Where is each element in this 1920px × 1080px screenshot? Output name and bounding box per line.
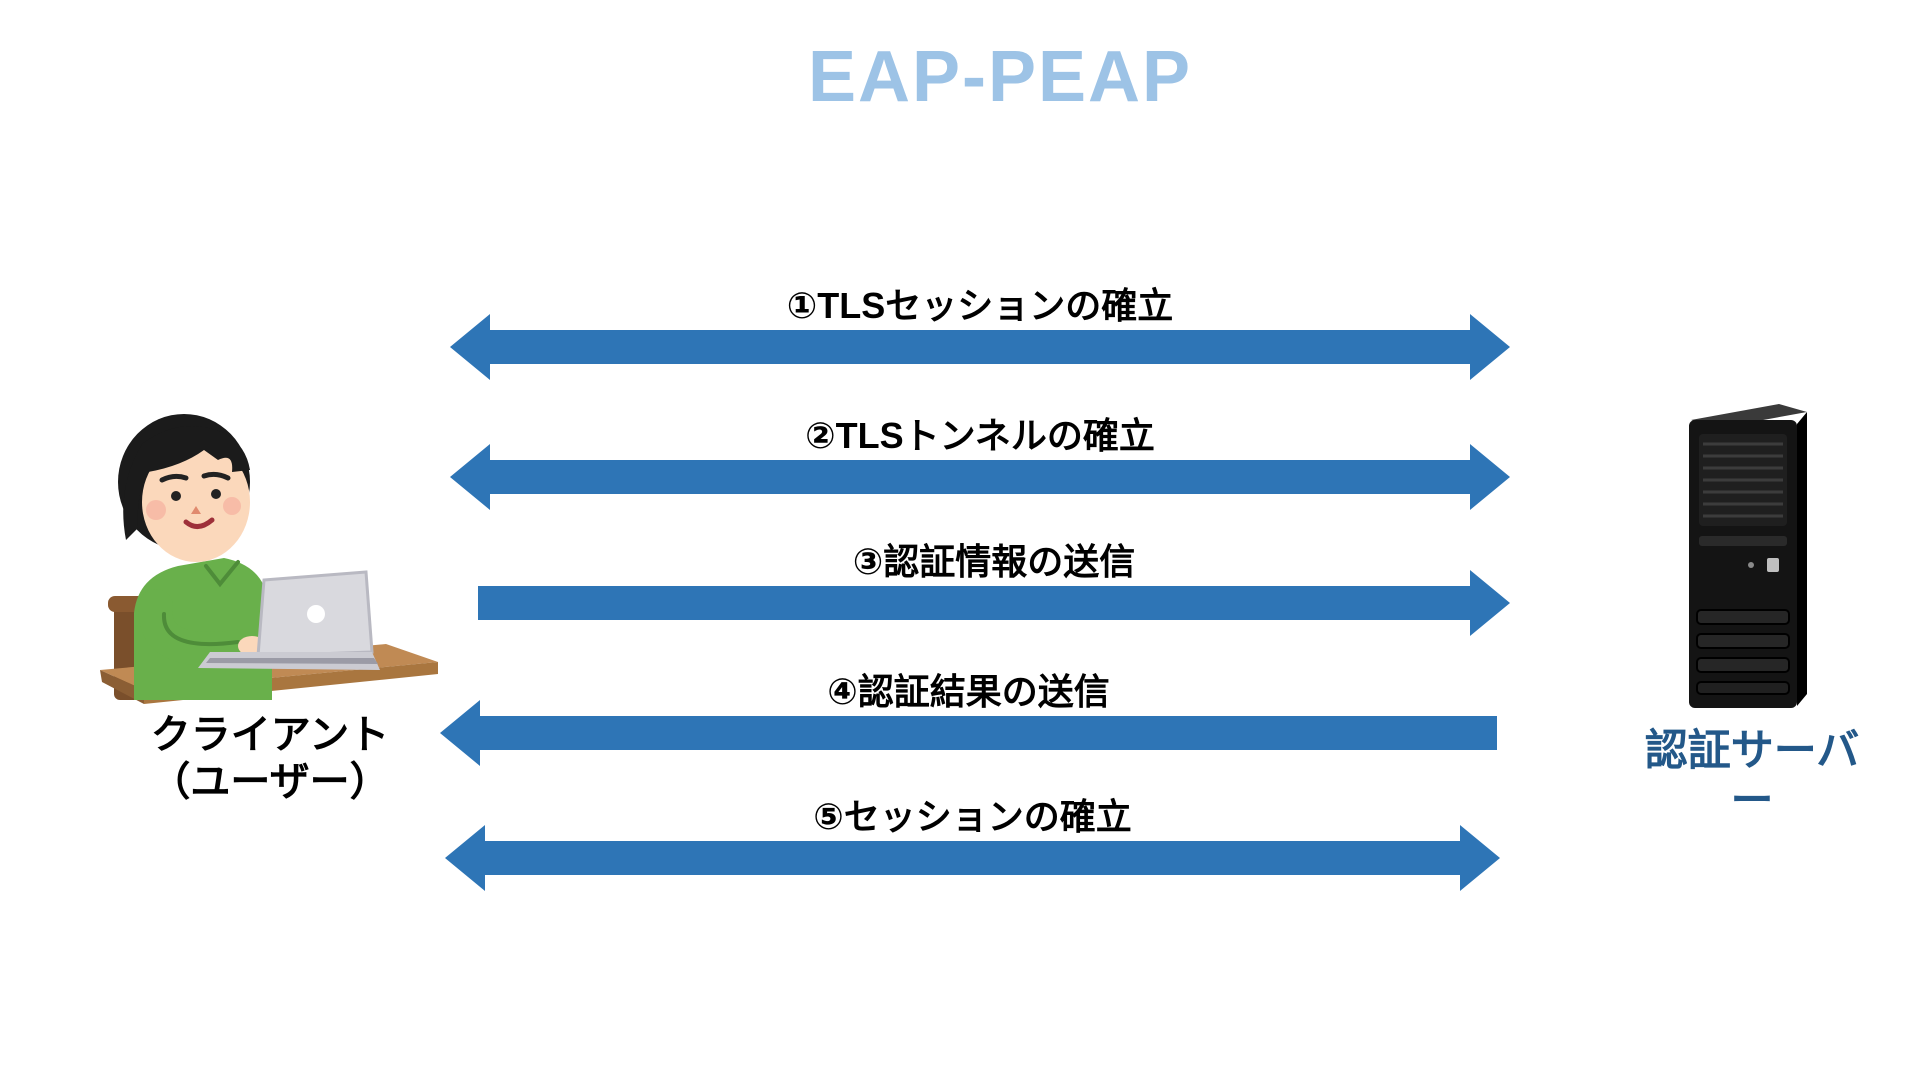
client-label-line1: クライアント [150, 713, 390, 757]
message-label-3: ③認証情報の送信 [852, 541, 1136, 582]
left-arrow-icon [440, 700, 1497, 766]
bidirectional-arrow-icon [445, 825, 1500, 891]
message-label-4: ④認証結果の送信 [827, 671, 1110, 712]
laptop [198, 570, 380, 670]
server-label: 認証サーバー [1644, 727, 1860, 825]
message-label-5: ⑤セッションの確立 [813, 796, 1132, 837]
client-label-line2: （ユーザー） [150, 760, 390, 804]
server-tower-illustration [1689, 404, 1807, 708]
client-label: クライアント （ユーザー） [110, 712, 430, 806]
right-arrow-icon [478, 570, 1510, 636]
message-label-2: ②TLSトンネルの確立 [805, 415, 1155, 456]
message-label-1: ①TLSセッションの確立 [786, 285, 1174, 326]
client-illustration [100, 414, 438, 704]
bidirectional-arrow-icon [450, 444, 1510, 510]
page-title: EAP-PEAP [807, 37, 1193, 117]
bidirectional-arrow-icon [450, 314, 1510, 380]
